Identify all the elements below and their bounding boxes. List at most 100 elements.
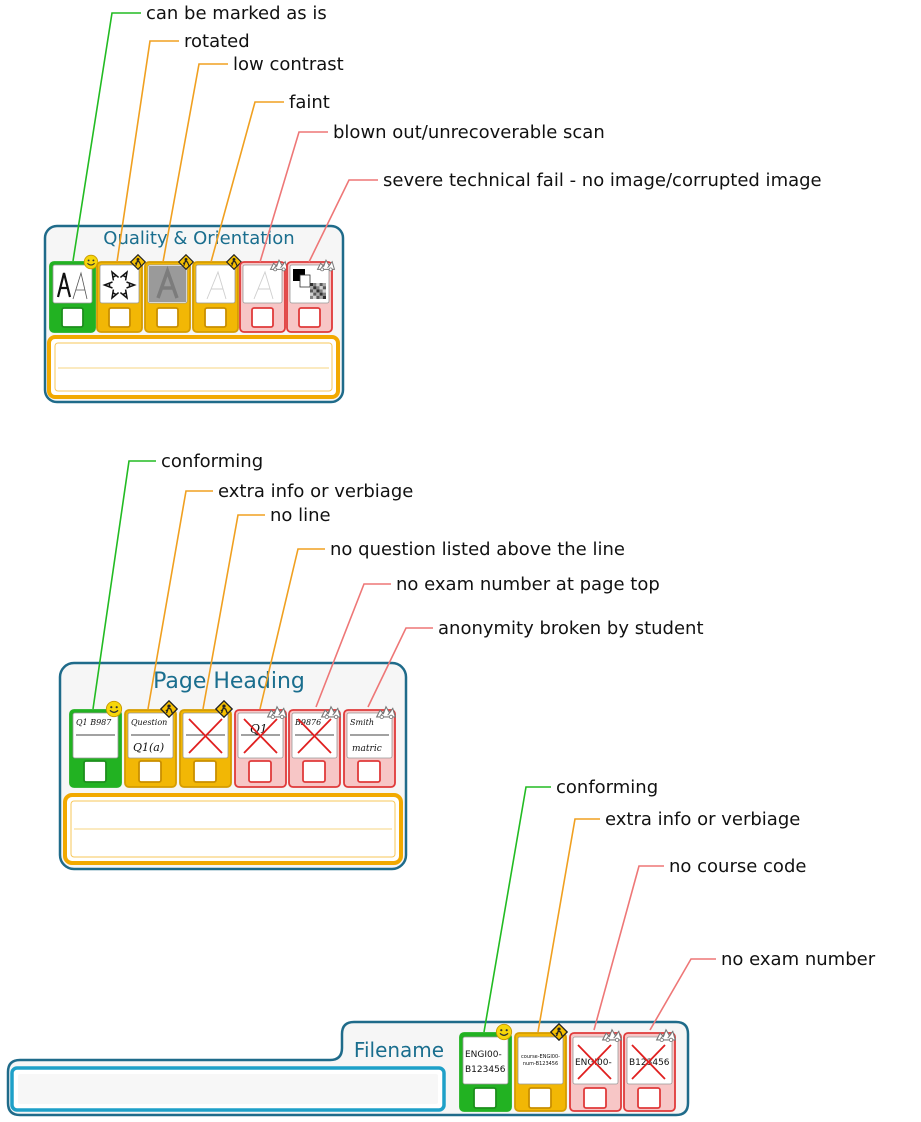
leader-line bbox=[92, 460, 156, 710]
annotation-label: extra info or verbiage bbox=[605, 809, 800, 830]
quality-title: Quality & Orientation bbox=[103, 228, 294, 249]
heading-tile[interactable] bbox=[179, 700, 233, 788]
rotated-letter bbox=[119, 289, 129, 300]
leader-line bbox=[315, 583, 391, 708]
filename-tile[interactable]: ENGI00- bbox=[569, 1028, 623, 1112]
tile-checkbox[interactable] bbox=[138, 760, 162, 783]
tile-checkbox[interactable] bbox=[637, 1087, 661, 1109]
rotated-letter-stroke bbox=[119, 289, 129, 300]
filename-text: B123456 bbox=[465, 1065, 506, 1075]
tile-checkbox[interactable] bbox=[473, 1087, 497, 1109]
quality-tile[interactable] bbox=[49, 254, 99, 333]
annotation-label: no question listed above the line bbox=[330, 539, 625, 560]
quality-tile[interactable] bbox=[239, 259, 289, 333]
filename-tile[interactable]: B123456 bbox=[623, 1028, 677, 1112]
tile-checkbox[interactable] bbox=[83, 760, 107, 783]
tile-checkbox[interactable] bbox=[204, 307, 227, 328]
annotation-label: faint bbox=[289, 92, 330, 113]
annotation-label: no course code bbox=[669, 856, 806, 877]
handwritten-text: matric bbox=[352, 744, 382, 754]
cross-mark bbox=[188, 718, 223, 754]
rotated-letter-stroke bbox=[110, 289, 120, 300]
filename-tile[interactable]: ENGI00-B123456 bbox=[459, 1023, 513, 1112]
heading-tile[interactable]: Smith matric bbox=[343, 705, 397, 788]
letter-a-faint bbox=[72, 271, 88, 300]
tile-checkbox[interactable] bbox=[156, 307, 179, 328]
quality-tile[interactable] bbox=[144, 254, 194, 333]
annotation-label: low contrast bbox=[233, 54, 344, 75]
noise-pixel bbox=[313, 289, 317, 293]
heading-tile[interactable]: Q1 bbox=[234, 705, 288, 788]
rotated-letter-stroke bbox=[119, 270, 129, 281]
smiley-icon bbox=[83, 254, 99, 270]
heading-tile[interactable]: Q1 B987 bbox=[69, 700, 123, 788]
filename-section: Filename ENGI00-B123456course-ENGI00-num… bbox=[6, 777, 876, 1117]
leader-line bbox=[537, 818, 600, 1033]
handwritten-text: Smith bbox=[350, 718, 374, 727]
letter-a-faint bbox=[253, 270, 274, 300]
annotation-label: severe technical fail - no image/corrupt… bbox=[383, 170, 822, 191]
tile-checkbox[interactable] bbox=[357, 760, 381, 783]
tile-preview bbox=[52, 264, 93, 304]
leader-line bbox=[147, 490, 213, 710]
tile-preview bbox=[517, 1036, 564, 1085]
annotation-label: can be marked as is bbox=[146, 3, 327, 24]
handwritten-text: Q1 B987 bbox=[76, 718, 112, 727]
annotation-label: no exam number at page top bbox=[396, 574, 660, 595]
noise-pixel bbox=[310, 295, 314, 299]
tile-checkbox[interactable] bbox=[251, 307, 274, 328]
smiley-icon bbox=[105, 700, 123, 718]
quality-tile[interactable] bbox=[286, 259, 336, 333]
tile-checkbox[interactable] bbox=[528, 1087, 552, 1109]
leader-line bbox=[593, 865, 664, 1031]
corrupt-block bbox=[299, 274, 311, 288]
handwritten-text: Q1(a) bbox=[133, 741, 164, 754]
tile-preview bbox=[99, 264, 140, 304]
noise-pixel bbox=[322, 286, 326, 290]
rotated-letter-stroke bbox=[126, 281, 137, 289]
rotated-letter bbox=[102, 281, 113, 289]
noise-pixel bbox=[322, 289, 326, 293]
heading-tile[interactable]: B9876 bbox=[288, 705, 342, 788]
noise-pixel bbox=[310, 283, 314, 287]
noise-pixel bbox=[310, 286, 314, 290]
leader-line bbox=[72, 12, 141, 262]
tile-checkbox[interactable] bbox=[193, 760, 217, 783]
leader-line bbox=[162, 63, 228, 263]
heading-title: Page Heading bbox=[153, 669, 305, 694]
noise-pixel bbox=[316, 295, 320, 299]
tile-checkbox[interactable] bbox=[61, 307, 84, 328]
filename-text: course-ENGI00- bbox=[521, 1054, 560, 1060]
noise-pixel bbox=[319, 292, 323, 296]
filename-tile[interactable]: course-ENGI00-num-B123456 bbox=[514, 1023, 568, 1112]
tile-checkbox[interactable] bbox=[583, 1087, 607, 1109]
tile-preview bbox=[72, 712, 119, 759]
noise-pixel bbox=[322, 295, 326, 299]
cross-mark bbox=[243, 718, 278, 754]
annotation-label: extra info or verbiage bbox=[218, 481, 413, 502]
annotation-label: blown out/unrecoverable scan bbox=[333, 122, 605, 143]
quality-comment-box[interactable] bbox=[47, 335, 340, 399]
quality-tiles bbox=[49, 254, 336, 333]
quality-tile[interactable] bbox=[192, 254, 242, 333]
leader-line bbox=[210, 101, 284, 263]
noise-pixel bbox=[316, 286, 320, 290]
tile-checkbox[interactable] bbox=[108, 307, 131, 328]
letter-a-faint bbox=[206, 270, 227, 300]
annotation-label: conforming bbox=[556, 777, 658, 798]
annotation-label: anonymity broken by student bbox=[438, 618, 704, 639]
rotated-letter-stroke bbox=[110, 270, 120, 281]
tile-preview bbox=[242, 264, 283, 304]
tile-checkbox[interactable] bbox=[248, 760, 272, 783]
tile-checkbox[interactable] bbox=[298, 307, 321, 328]
annotation-label: no line bbox=[270, 505, 331, 526]
annotation-label: no exam number bbox=[721, 949, 876, 970]
noise-pixel bbox=[316, 283, 320, 287]
tile-checkbox[interactable] bbox=[302, 760, 326, 783]
quality-tile[interactable] bbox=[96, 254, 146, 333]
